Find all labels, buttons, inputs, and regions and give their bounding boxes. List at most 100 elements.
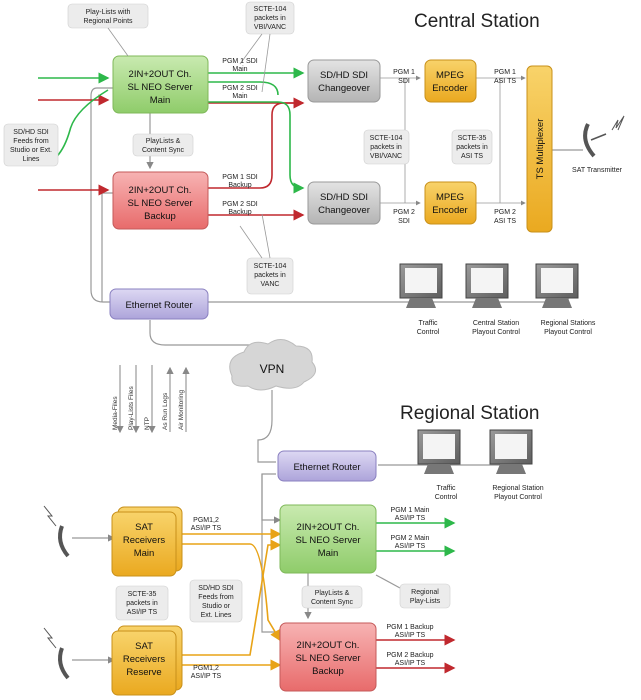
regional-monitor-playout: Regional Station Playout Control <box>489 429 544 501</box>
central-server-backup-line3: Backup <box>144 211 176 222</box>
central-changeover-2[interactable]: SD/HD SDI Changeover <box>307 181 381 225</box>
svg-text:Backup: Backup <box>228 182 251 189</box>
svg-text:PGM 2 SDI: PGM 2 SDI <box>222 201 257 208</box>
svg-text:ASI/IP TS: ASI/IP TS <box>395 660 426 667</box>
svg-text:Regional: Regional <box>411 589 439 596</box>
svg-text:Feeds from: Feeds from <box>198 594 234 601</box>
vpn-to-regional-link <box>257 390 276 463</box>
svg-text:Regional Stations: Regional Stations <box>541 320 596 327</box>
svg-text:ASI/IP TS: ASI/IP TS <box>191 673 222 680</box>
svg-text:PGM 1 Main: PGM 1 Main <box>391 507 430 514</box>
changeover-1-line1: SD/HD SDI <box>320 70 368 81</box>
svg-text:Feeds from: Feeds from <box>13 138 49 145</box>
svg-text:ASI/IP TS: ASI/IP TS <box>127 609 158 616</box>
central-encoder-1[interactable]: MPEG Encoder <box>424 59 477 103</box>
svg-text:PGM 1: PGM 1 <box>494 69 516 76</box>
central-line-labels: PGM 1 SDI Main PGM 2 SDI Main PGM 1 SDI … <box>222 58 516 225</box>
callout-scte104-vbi-top: SCTE-104 packets in VBI/VANC <box>239 1 295 93</box>
svg-text:Studio or: Studio or <box>202 603 231 610</box>
central-server-main-line3: Main <box>150 95 171 106</box>
svg-text:PGM 1: PGM 1 <box>393 69 415 76</box>
svg-text:Playout Control: Playout Control <box>494 494 542 501</box>
regional-server-backup[interactable]: 2IN+2OUT Ch. SL NEO Server Backup <box>279 622 377 692</box>
callout-regional-sync: PlayLists & Content Sync <box>301 585 363 609</box>
regional-sat-main[interactable]: SAT Receivers Main <box>111 506 183 577</box>
svg-text:Traffic: Traffic <box>418 320 438 327</box>
svg-text:Play-Lists: Play-Lists <box>410 598 441 605</box>
central-changeover-1[interactable]: SD/HD SDI Changeover <box>307 59 381 103</box>
changeover-2-line1: SD/HD SDI <box>320 192 368 203</box>
svg-text:ASI/IP TS: ASI/IP TS <box>395 543 426 550</box>
svg-text:Main: Main <box>318 548 339 559</box>
svg-text:PGM 2: PGM 2 <box>393 209 415 216</box>
svg-text:SCTE-104: SCTE-104 <box>254 263 287 270</box>
svg-text:PGM 2 SDI: PGM 2 SDI <box>222 85 257 92</box>
svg-text:packets in: packets in <box>370 144 402 151</box>
svg-text:Studio or Ext.: Studio or Ext. <box>10 147 52 154</box>
regional-server-main[interactable]: 2IN+2OUT Ch. SL NEO Server Main <box>279 504 377 574</box>
svg-text:ASI TS: ASI TS <box>461 153 483 160</box>
central-encoder-2[interactable]: MPEG Encoder <box>424 181 477 225</box>
regional-ethernet-router-label: Ethernet Router <box>293 462 360 473</box>
svg-text:SAT: SAT <box>135 641 153 652</box>
central-ethernet-router[interactable]: Ethernet Router <box>109 288 209 320</box>
svg-text:Play-Lists Files: Play-Lists Files <box>128 386 135 430</box>
svg-text:Playout Control: Playout Control <box>544 329 592 336</box>
sat-transmitter-label: SAT Transmitter <box>572 167 623 174</box>
svg-text:SD/HD SDI: SD/HD SDI <box>198 585 233 592</box>
svg-text:ASI/IP TS: ASI/IP TS <box>191 525 222 532</box>
svg-text:PGM1,2: PGM1,2 <box>193 665 219 672</box>
callout-regional-scte35: SCTE-35 packets in ASI/IP TS <box>115 585 169 621</box>
svg-text:SCTE-35: SCTE-35 <box>458 135 487 142</box>
svg-text:VBI/VANC: VBI/VANC <box>254 24 286 31</box>
encoder-1-line1: MPEG <box>436 70 464 81</box>
svg-text:SL NEO Server: SL NEO Server <box>295 653 360 664</box>
callout-regional-playlists: Regional Play-Lists <box>399 583 451 609</box>
svg-text:2IN+2OUT Ch.: 2IN+2OUT Ch. <box>297 640 360 651</box>
svg-text:PlayLists &: PlayLists & <box>146 138 181 145</box>
vpn-cloud: VPN <box>229 339 317 391</box>
svg-text:packets in: packets in <box>254 272 286 279</box>
svg-text:Central Station: Central Station <box>473 320 519 327</box>
svg-text:Control: Control <box>435 494 458 501</box>
central-server-backup[interactable]: 2IN+2OUT Ch. SL NEO Server Backup <box>112 171 209 230</box>
ts-multiplexer[interactable]: TS Multiplexer <box>526 65 553 233</box>
svg-text:Content Sync: Content Sync <box>311 599 354 606</box>
svg-text:Receivers: Receivers <box>123 535 165 546</box>
svg-text:Reserve: Reserve <box>126 667 161 678</box>
svg-text:ASI/IP TS: ASI/IP TS <box>395 632 426 639</box>
regional-monitor-traffic: Traffic Control <box>417 429 461 501</box>
central-ethernet-router-label: Ethernet Router <box>125 300 192 311</box>
central-server-main-line2: SL NEO Server <box>127 82 192 93</box>
callout-regional-sources: SD/HD SDI Feeds from Studio or Ext. Line… <box>189 579 243 623</box>
svg-text:As Run Logs: As Run Logs <box>162 392 169 430</box>
central-server-main[interactable]: 2IN+2OUT Ch. SL NEO Server Main <box>112 55 209 114</box>
svg-text:ASI/IP TS: ASI/IP TS <box>395 515 426 522</box>
vpn-flows: Media-Files Play-Lists Files NTP As Run … <box>112 365 190 434</box>
callout-central-sync: PlayLists & Content Sync <box>132 133 194 157</box>
regional-ethernet-router[interactable]: Ethernet Router <box>277 450 377 482</box>
svg-text:PGM 1 SDI: PGM 1 SDI <box>222 174 257 181</box>
svg-text:Main: Main <box>232 93 247 100</box>
svg-text:Lines: Lines <box>23 156 40 163</box>
svg-text:PGM 2 Main: PGM 2 Main <box>391 535 430 542</box>
central-monitor-central-playout: Central Station Playout Control <box>465 263 520 336</box>
regional-line-labels: PGM1,2 ASI/IP TS PGM1,2 ASI/IP TS PGM 1 … <box>191 507 434 680</box>
svg-text:2IN+2OUT Ch.: 2IN+2OUT Ch. <box>297 522 360 533</box>
svg-text:ASI TS: ASI TS <box>494 78 516 85</box>
regional-sat-reserve[interactable]: SAT Receivers Reserve <box>111 625 183 696</box>
callout-scte35-mid: SCTE-35 packets in ASI TS <box>451 129 493 165</box>
regional-signal-lines <box>182 517 456 674</box>
changeover-1-line2: Changeover <box>318 83 370 94</box>
svg-text:SL NEO Server: SL NEO Server <box>295 535 360 546</box>
central-server-backup-line1: 2IN+2OUT Ch. <box>129 185 192 196</box>
central-monitor-traffic: Traffic Control <box>399 263 443 336</box>
central-monitor-regional-playout: Regional Stations Playout Control <box>535 263 596 336</box>
changeover-2-line2: Changeover <box>318 205 370 216</box>
svg-text:VANC: VANC <box>261 281 280 288</box>
svg-text:packets in: packets in <box>126 600 158 607</box>
svg-text:Air Monitoring: Air Monitoring <box>178 390 185 430</box>
encoder-2-line2: Encoder <box>432 205 467 216</box>
svg-text:Content Sync: Content Sync <box>142 147 185 154</box>
